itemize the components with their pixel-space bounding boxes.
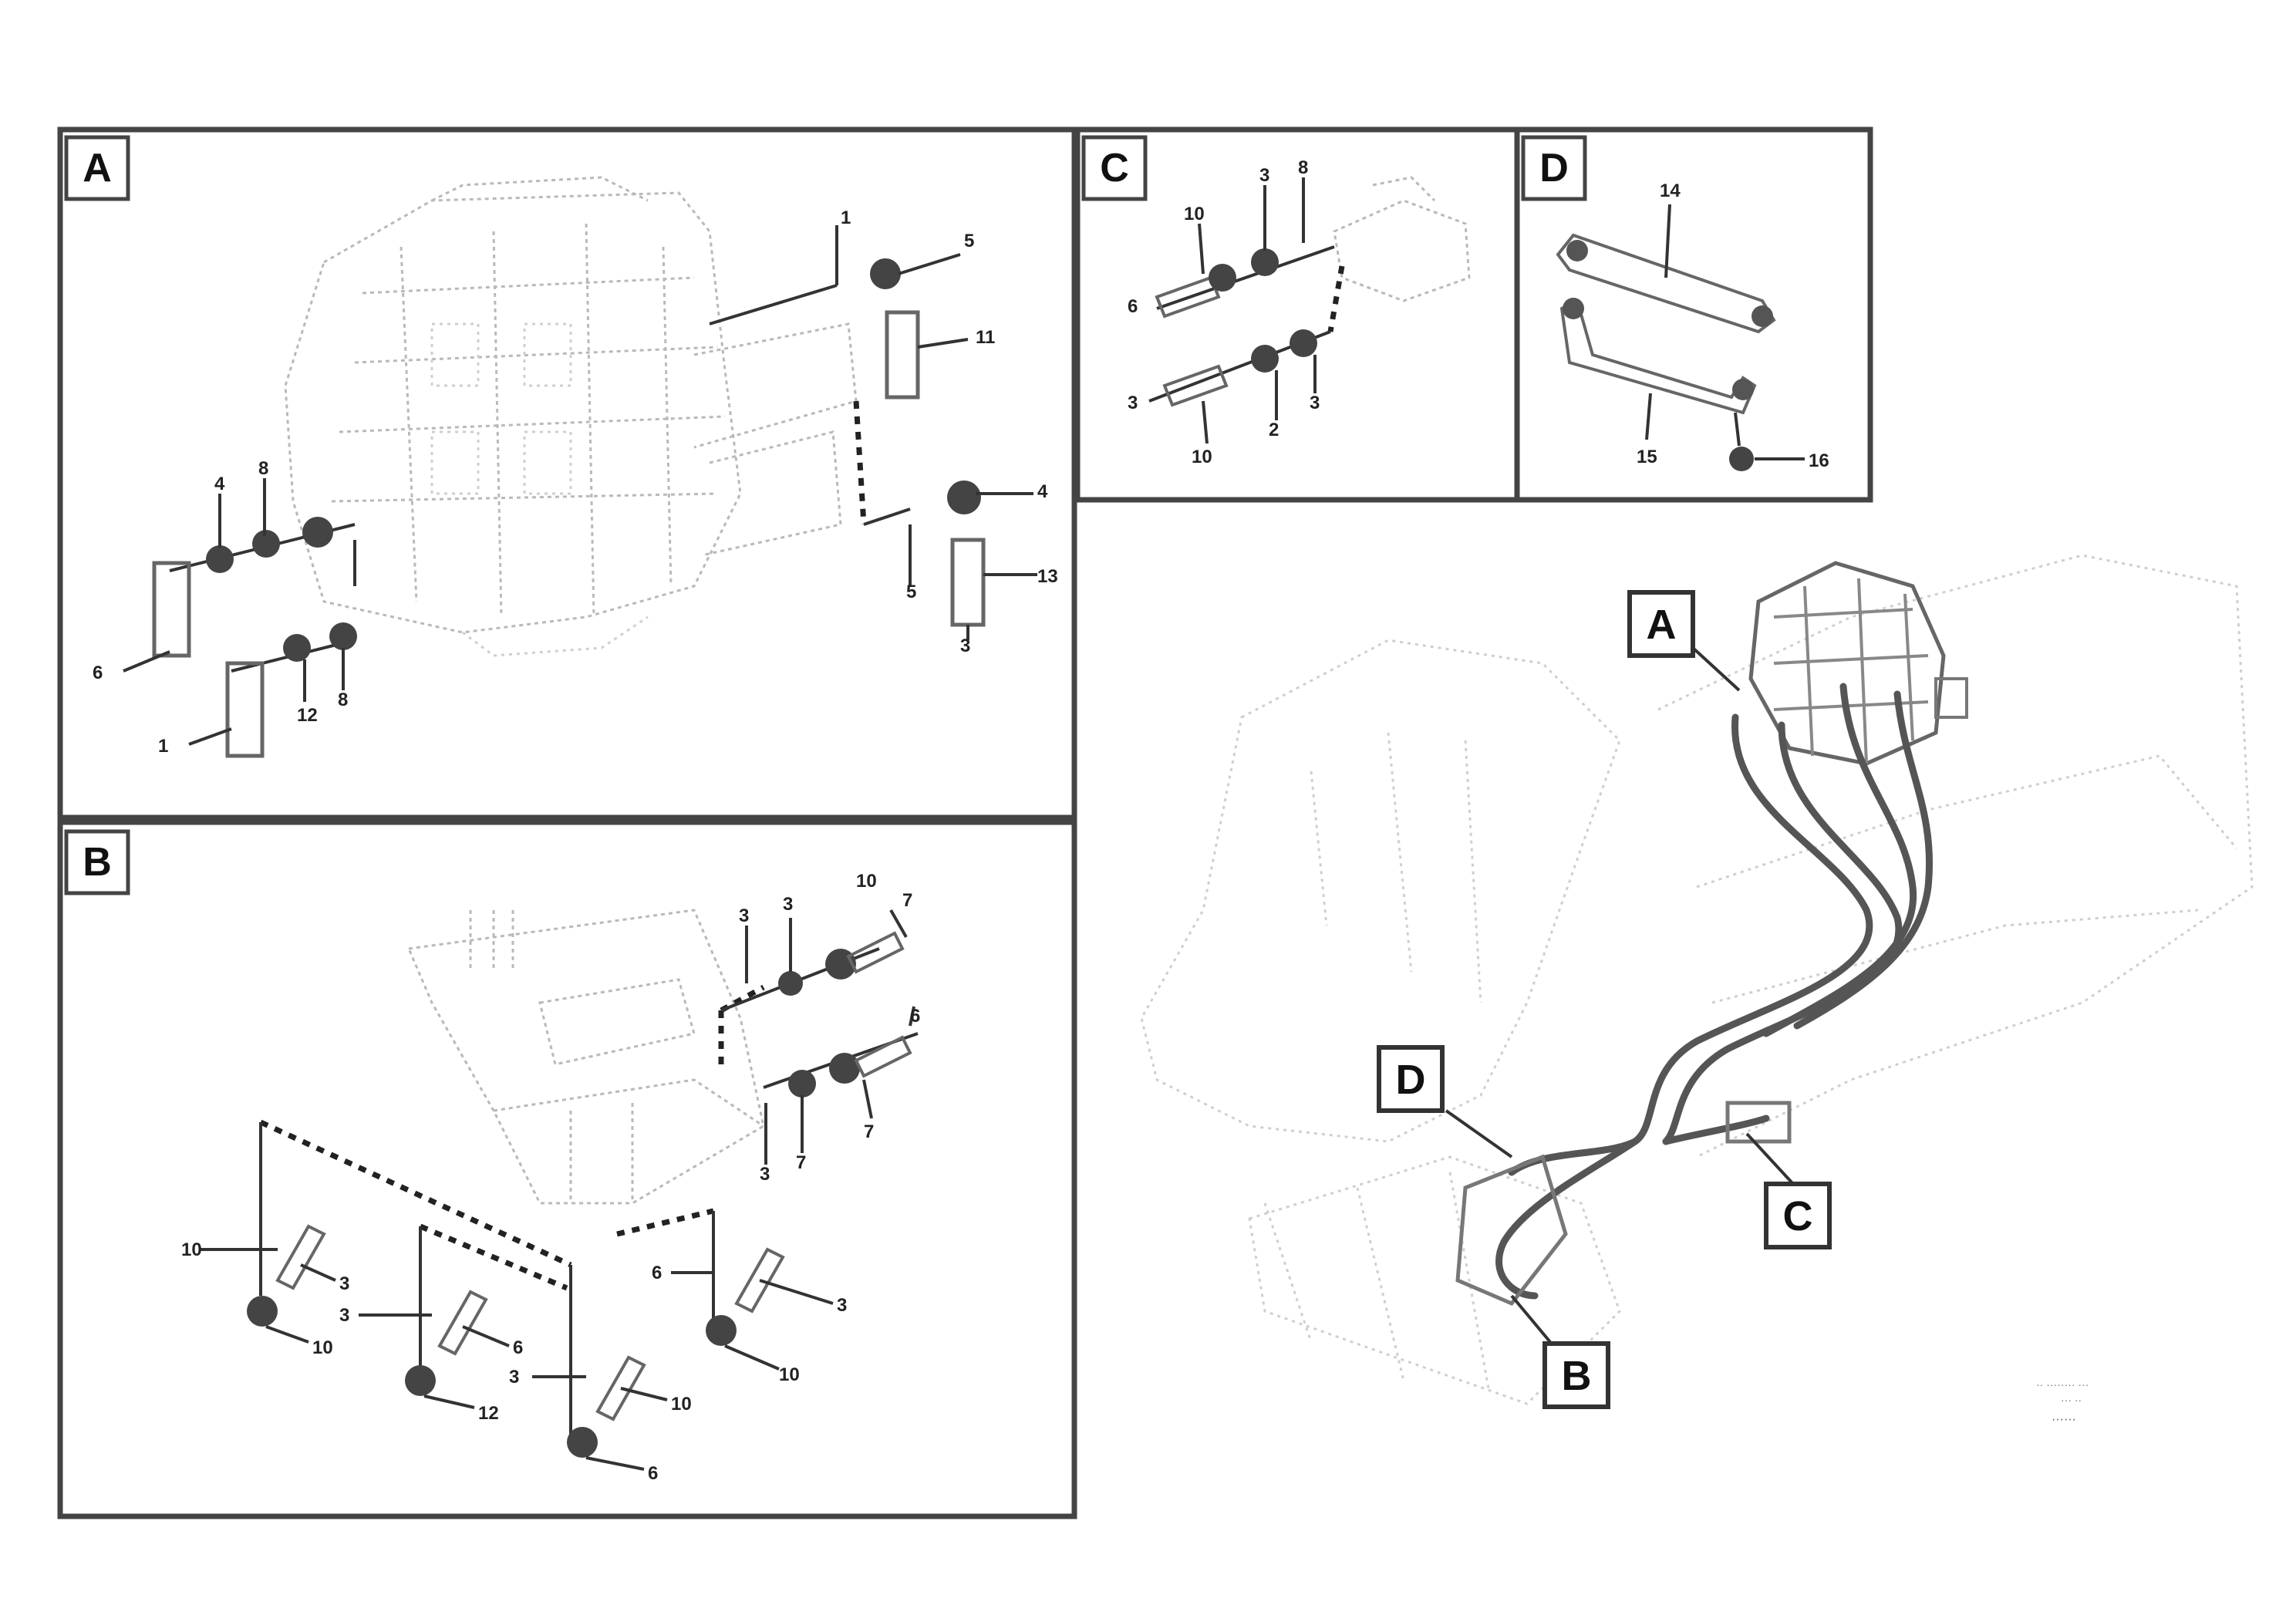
overview-tag-c: C <box>1764 1182 1832 1249</box>
overview-tag-d: D <box>1377 1045 1445 1113</box>
panel-b-upper-fittings <box>720 909 919 1165</box>
panel-c: C 10 3 8 6 3 10 2 3 <box>1074 126 1520 503</box>
callout: 13 <box>1037 566 1058 587</box>
panel-b-callouts: 3 3 10 7 6 3 7 7 10 3 10 3 6 12 3 10 6 6… <box>181 871 920 1484</box>
panel-d: D 14 15 16 <box>1514 126 1873 503</box>
overview-hose-bundle <box>1455 683 1934 1307</box>
panel-b-letter: B <box>83 840 112 885</box>
callout: 3 <box>739 905 749 926</box>
callout: 8 <box>1298 157 1308 178</box>
panel-d-hoses <box>1556 204 1805 471</box>
callout: 1 <box>158 736 168 757</box>
callout: 10 <box>1184 204 1205 224</box>
svg-text:C: C <box>1783 1193 1813 1239</box>
callout: 7 <box>864 1121 874 1142</box>
panel-d-letter-box <box>1521 135 1587 201</box>
callout: 4 <box>214 474 225 494</box>
panel-b-frame <box>57 819 1077 1519</box>
panel-a-letter-box <box>64 135 130 201</box>
panel-a-fittings-right <box>709 225 1037 640</box>
callout: 3 <box>509 1367 519 1388</box>
panel-a-letter: A <box>83 146 112 191</box>
panel-b-valve-body <box>406 909 765 1205</box>
callout: 4 <box>1037 481 1048 502</box>
panel-a-hose-end <box>885 310 920 400</box>
panel-c-letter: C <box>1100 146 1129 191</box>
overview-control-valve <box>1748 561 1968 766</box>
callout: 10 <box>779 1364 800 1385</box>
panel-a-frame <box>57 126 1077 821</box>
callout: 3 <box>1128 393 1138 413</box>
callout: 3 <box>783 894 793 915</box>
callout: 6 <box>910 1006 920 1027</box>
callout: 10 <box>1192 447 1212 467</box>
callout: 3 <box>760 1164 770 1185</box>
overview-tag-a: A <box>1627 590 1695 658</box>
callout: 1 <box>841 207 851 228</box>
svg-text:A: A <box>1647 602 1677 648</box>
overview-machine: A D C B <box>1140 554 2254 1409</box>
callout: 3 <box>1310 393 1320 413</box>
panel-d-letter: D <box>1539 146 1569 191</box>
callout: 6 <box>1128 296 1138 317</box>
panel-a-fittings-left <box>123 478 357 758</box>
panel-a: A <box>57 126 1077 821</box>
panel-d-frame <box>1514 126 1873 503</box>
callout: 10 <box>181 1239 202 1260</box>
panel-b: B <box>57 819 1077 1519</box>
callout: 8 <box>338 690 348 710</box>
callout: 6 <box>652 1263 662 1283</box>
callout: 3 <box>837 1295 847 1316</box>
callout: 3 <box>1259 165 1269 186</box>
callout: 10 <box>312 1337 333 1358</box>
panel-c-callouts: 10 3 8 6 3 10 2 3 <box>1128 157 1320 467</box>
overview-tag-b: B <box>1542 1341 1610 1409</box>
callout: 3 <box>960 636 970 656</box>
callout: 6 <box>513 1337 523 1358</box>
callout: 6 <box>93 663 103 683</box>
callout: 8 <box>258 458 268 479</box>
callout: 14 <box>1660 180 1681 201</box>
panel-c-fittings <box>1148 177 1335 444</box>
stamp-line-3: ······ <box>2052 1413 2076 1426</box>
stamp-line-2: ··· ·· <box>2061 1394 2082 1406</box>
svg-text:B: B <box>1562 1353 1592 1399</box>
panel-d-callouts: 14 15 16 <box>1637 180 1829 471</box>
callout: 16 <box>1809 450 1829 471</box>
callout: 2 <box>1269 420 1279 440</box>
callout: 3 <box>339 1305 349 1326</box>
callout: 3 <box>339 1273 349 1294</box>
callout: 7 <box>902 890 912 911</box>
panel-a-connector <box>870 258 901 289</box>
panel-c-block <box>1333 199 1471 302</box>
callout: 12 <box>478 1403 499 1424</box>
panel-a-callouts: 1 5 11 4 8 4 5 13 3 6 1 12 8 <box>93 207 1058 757</box>
callout: 5 <box>906 582 916 602</box>
callout: 12 <box>297 705 318 726</box>
panel-c-letter-box <box>1081 135 1148 201</box>
callout: 11 <box>976 327 995 348</box>
stamp-line-1: ·· ········ ··· <box>2036 1378 2089 1391</box>
callout: 5 <box>964 231 974 251</box>
callout: 6 <box>648 1463 658 1484</box>
drawing-stamp: ·· ········ ··· ··· ·· ······ <box>2036 1378 2089 1426</box>
panel-b-letter-box <box>64 829 130 895</box>
svg-text:D: D <box>1396 1057 1426 1103</box>
callout: 15 <box>1637 447 1657 467</box>
panel-b-lower-fittings <box>201 1122 834 1471</box>
callout: 10 <box>671 1394 692 1415</box>
panel-a-valve-block <box>284 176 858 657</box>
callout: 7 <box>796 1152 806 1173</box>
callout: 10 <box>856 871 877 892</box>
